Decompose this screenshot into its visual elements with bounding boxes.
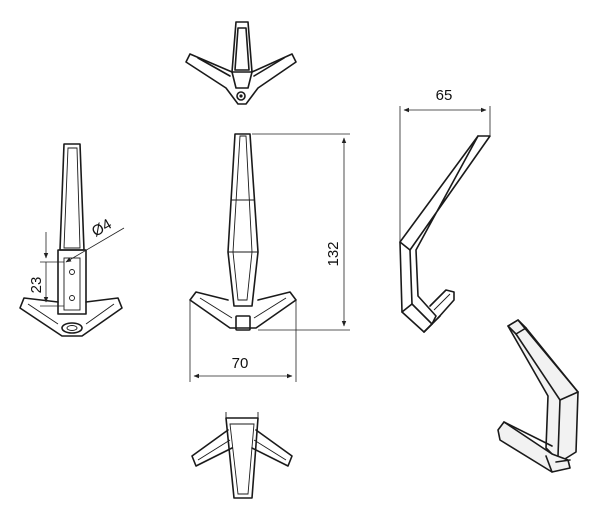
diameter-label: Ø4 [89,216,115,241]
top-view [185,21,297,105]
isometric-view [497,319,579,473]
back-view [19,143,123,337]
width-label: 70 [232,355,249,372]
hole-offset-dimension: 23 [28,232,64,307]
width-dimension: 70 [189,300,297,382]
diameter-dimension: Ø4 [65,216,125,263]
bottom-view [191,412,293,499]
front-view [189,133,297,331]
depth-dimension: 65 [399,87,491,242]
hole-offset-label: 23 [28,277,45,294]
side-view [399,135,491,333]
depth-label: 65 [436,87,453,104]
height-label: 132 [325,241,342,266]
height-dimension: 132 [252,133,350,331]
